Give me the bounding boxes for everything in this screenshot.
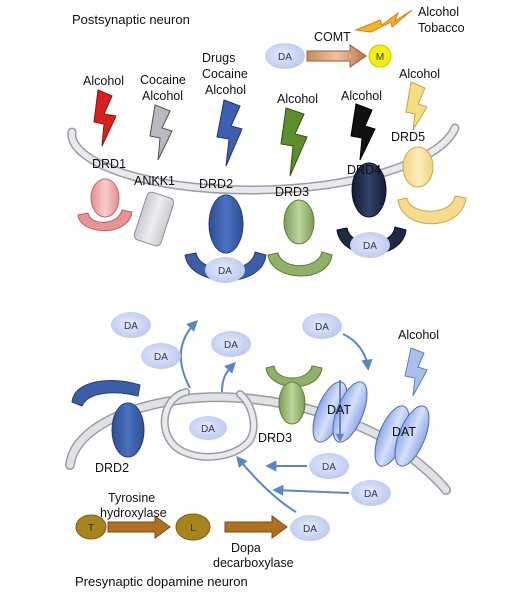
ldopa — [175, 513, 211, 541]
dat-transporter-1 — [312, 380, 368, 443]
presynaptic-drd2-label: DRD2 — [95, 461, 129, 475]
comt-dopamine-label: DA — [278, 52, 292, 63]
reuptake-return-arrow-2 — [272, 484, 350, 496]
enzyme-2-line2: decarboxylase — [213, 556, 294, 570]
drd3-receptor — [267, 199, 333, 277]
tyrosine — [75, 514, 107, 540]
metabolite-m — [368, 44, 392, 68]
drd5-agent-line1: Alcohol — [399, 67, 440, 81]
tyrosine-label: T — [88, 523, 94, 534]
presynaptic-drd2-receptor — [71, 380, 145, 458]
presynaptic-title: Presynaptic dopamine neuron — [75, 574, 248, 589]
cleft-dopamine-3-label: DA — [224, 340, 238, 351]
drd2-label: DRD2 — [199, 177, 233, 191]
cleft-dopamine-4 — [302, 313, 342, 339]
ankk1-agent-line1: Cocaine — [140, 73, 186, 87]
vesicle-loading-arrow — [236, 455, 297, 513]
vesicle-dopamine — [189, 416, 227, 440]
dat-2-label: DAT — [392, 425, 416, 439]
release-arrow-left — [179, 320, 198, 389]
dat-1-label: DAT — [327, 403, 351, 417]
synthesis-arrow-2 — [224, 515, 288, 539]
comt-arrow — [306, 44, 367, 68]
drd2-agent-line2: Cocaine — [202, 67, 248, 81]
reuptake-arrow — [342, 333, 373, 371]
presynaptic-drd3-receptor — [265, 365, 323, 425]
drd4-ligand — [350, 232, 390, 258]
drd2-ligand-label: DA — [218, 266, 232, 277]
ankk1-agent-line2: Alcohol — [142, 89, 183, 103]
postsynaptic-title: Postsynaptic neuron — [72, 12, 190, 27]
comt-modifier-line1: Alcohol — [418, 5, 459, 19]
drd2-receptor — [184, 194, 267, 281]
drd5-bolt-icon — [405, 81, 428, 131]
synthesized-dopamine-label: DA — [303, 524, 317, 535]
ankk1-bolt-icon — [149, 104, 173, 161]
drd5-receptor — [397, 146, 467, 225]
reuptake-dopamine-2 — [351, 480, 391, 506]
reuptake-dopamine-1 — [309, 453, 349, 479]
dat-transporter-2 — [374, 405, 430, 467]
comt-label: COMT — [314, 30, 351, 44]
drd3-bolt-icon — [280, 107, 308, 177]
vesicle-dopamine-label: DA — [201, 424, 215, 435]
reuptake-dopamine-1-label: DA — [322, 462, 336, 473]
ldopa-label: L — [190, 523, 196, 534]
drd4-ligand-label: DA — [363, 241, 377, 252]
cleft-dopamine-2 — [141, 343, 181, 369]
cleft-dopamine-4-label: DA — [315, 322, 329, 333]
drd5-label: DRD5 — [391, 130, 425, 144]
dat-alcohol-bolt-icon — [404, 347, 428, 397]
drd2-agent-line3: Alcohol — [205, 83, 246, 97]
drd3-agent-line1: Alcohol — [277, 92, 318, 106]
enzyme-1-line1: Tyrosine — [108, 491, 155, 505]
comt-dopamine — [265, 43, 305, 69]
drd1-agent-line1: Alcohol — [83, 74, 124, 88]
enzyme-1-line2: hydroxylase — [100, 506, 167, 520]
dat-alcohol-label: Alcohol — [398, 328, 439, 342]
reuptake-dopamine-2-label: DA — [364, 489, 378, 500]
drd4-bolt-icon — [350, 103, 376, 161]
drd2-agent-line1: Drugs — [202, 51, 235, 65]
ankk1-label: ANKK1 — [134, 174, 175, 188]
synthesis-arrow-1 — [107, 515, 171, 539]
comt-modifier-line2: Tobacco — [418, 21, 465, 35]
cleft-dopamine-2-label: DA — [154, 352, 168, 363]
drd4-label: DRD4 — [347, 163, 381, 177]
synthesized-dopamine — [290, 515, 330, 541]
drd2-bolt-icon — [216, 99, 243, 167]
release-arrow-right — [221, 362, 236, 393]
cleft-dopamine-1 — [111, 312, 151, 338]
cleft-dopamine-3 — [211, 331, 251, 357]
drd1-receptor — [77, 178, 133, 232]
drd1-alcohol-bolt-icon — [93, 89, 117, 147]
enzyme-2-line1: Dopa — [231, 541, 261, 555]
ankk1-protein — [133, 191, 175, 247]
comt-modifier-bolt-icon — [354, 9, 413, 33]
presynaptic-drd3-label: DRD3 — [258, 431, 292, 445]
drd1-label: DRD1 — [92, 157, 126, 171]
drd4-agent-line1: Alcohol — [341, 89, 382, 103]
drd3-label: DRD3 — [275, 185, 309, 199]
drd2-ligand — [205, 257, 245, 283]
metabolite-m-label: M — [376, 52, 384, 63]
cleft-dopamine-1-label: DA — [124, 321, 138, 332]
